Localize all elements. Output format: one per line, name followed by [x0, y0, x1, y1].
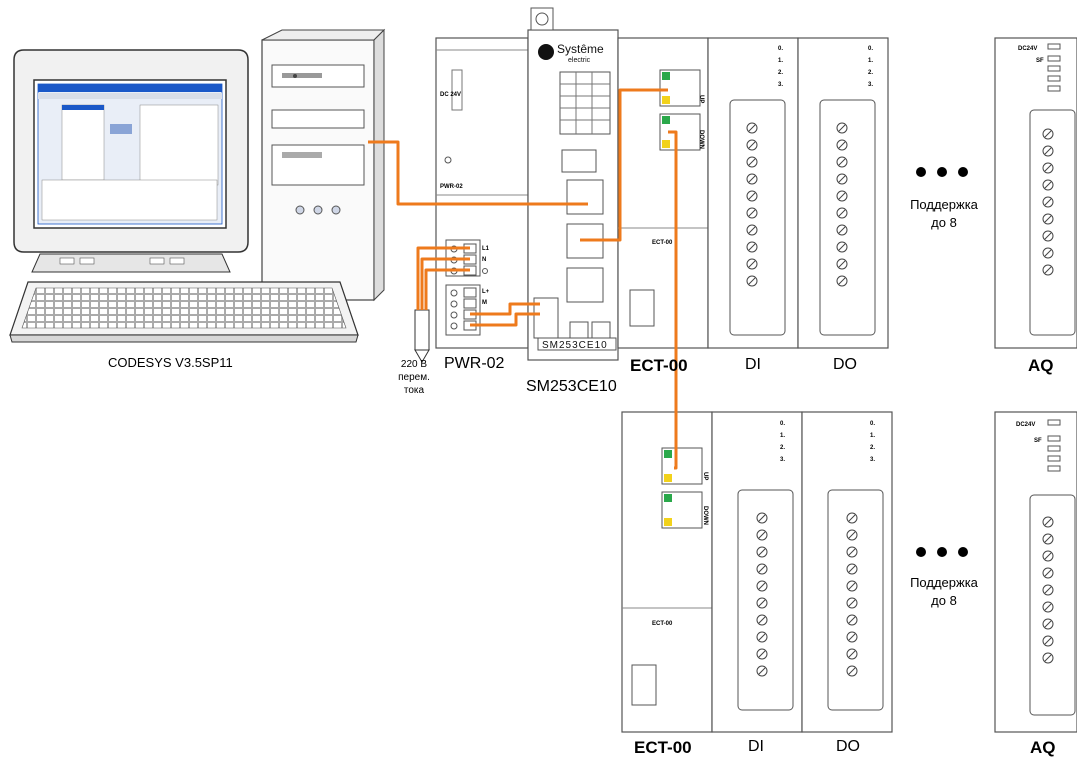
pwr-label: PWR-02 — [444, 355, 504, 373]
cpu-label: SM253CE10 — [526, 378, 617, 396]
aq-top-module: DC24V SF — [995, 38, 1077, 348]
pwr-dc-label: DC 24V — [440, 92, 461, 98]
aq-top-sf-label: SF — [1036, 58, 1044, 64]
ect-bottom-up-label: UP — [702, 472, 708, 480]
di-bottom-ch1: 1. — [780, 433, 785, 439]
ect-bottom-label: ECT-00 — [634, 738, 692, 758]
brand-sub: electric — [568, 57, 591, 64]
aq-bottom-label: AQ — [1030, 738, 1056, 758]
ellipsis-bottom — [916, 547, 968, 557]
di-bottom-module: 0. 1. 2. 3. — [712, 412, 802, 732]
do-top-module: 0. 1. 2. 3. — [798, 38, 888, 348]
terminal-n-label: N — [482, 257, 486, 263]
pwr-face-label: PWR-02 — [440, 184, 463, 190]
power-source-line3: тока — [378, 384, 450, 397]
pc-monitor — [14, 50, 248, 272]
do-bottom-ch3: 3. — [870, 457, 875, 463]
ect-top-module: UP DOWN ECT-00 — [618, 38, 708, 348]
di-top-ch0: 0. — [778, 46, 783, 52]
terminal-m-label: M — [482, 300, 487, 306]
support-bottom-line2: до 8 — [893, 592, 995, 610]
do-top-label: DO — [833, 356, 857, 374]
aq-bottom-dc-label: DC24V — [1016, 422, 1035, 428]
cpu-face-label: SM253CE10 — [542, 340, 608, 351]
cpu-module: Systême electric SM253CE10 — [528, 8, 618, 360]
cpu-ethernet-port — [567, 180, 603, 214]
support-top-label: Поддержка до 8 — [893, 196, 995, 232]
do-bottom-ch1: 1. — [870, 433, 875, 439]
aq-top-dc-label: DC24V — [1018, 46, 1037, 52]
di-top-ch3: 3. — [778, 82, 783, 88]
brand-name: Systême — [557, 42, 604, 56]
aq-top-label: AQ — [1028, 356, 1054, 376]
aq-bottom-sf-label: SF — [1034, 438, 1042, 444]
pc-keyboard — [10, 282, 358, 342]
support-top-line1: Поддержка — [893, 196, 995, 214]
do-top-ch1: 1. — [868, 58, 873, 64]
terminal-lplus-label: L+ — [482, 289, 490, 295]
do-top-ch3: 3. — [868, 82, 873, 88]
power-source-line2: перем. — [378, 371, 450, 384]
ect-bottom-down-label: DOWN — [702, 506, 708, 525]
ect-top-face-label: ECT-00 — [652, 240, 673, 246]
computer — [10, 30, 384, 342]
do-bottom-ch2: 2. — [870, 445, 875, 451]
do-top-ch2: 2. — [868, 70, 873, 76]
ellipsis-top — [916, 167, 968, 177]
aq-bottom-module: DC24V SF — [995, 412, 1077, 732]
di-top-label: DI — [745, 356, 761, 374]
di-top-module: 0. 1. 2. 3. — [708, 38, 798, 348]
do-top-ch0: 0. — [868, 46, 873, 52]
ect-top-down-label: DOWN — [698, 130, 704, 149]
pwr-02-module: DC 24V PWR-02 L1 N L+ M — [436, 38, 528, 348]
do-bottom-label: DO — [836, 738, 860, 756]
di-bottom-label: DI — [748, 738, 764, 756]
do-bottom-ch0: 0. — [870, 421, 875, 427]
power-source-label: 220 В перем. тока — [378, 358, 450, 397]
do-bottom-module: 0. 1. 2. 3. — [802, 412, 892, 732]
pc-tower — [262, 30, 384, 300]
di-bottom-ch3: 3. — [780, 457, 785, 463]
ect-bottom-module: UP DOWN ECT-00 — [622, 412, 712, 732]
support-bottom-label: Поддержка до 8 — [893, 574, 995, 610]
ect-bottom-face-label: ECT-00 — [652, 621, 673, 627]
di-top-ch2: 2. — [778, 70, 783, 76]
support-bottom-line1: Поддержка — [893, 574, 995, 592]
support-top-line2: до 8 — [893, 214, 995, 232]
power-source-line1: 220 В — [378, 358, 450, 371]
di-top-ch1: 1. — [778, 58, 783, 64]
power-plug — [415, 310, 429, 362]
ect-top-up-label: UP — [698, 95, 704, 103]
terminal-l1-label: L1 — [482, 246, 490, 252]
ect-top-label: ECT-00 — [630, 356, 688, 376]
di-bottom-ch2: 2. — [780, 445, 785, 451]
codesys-label: CODESYS V3.5SP11 — [108, 355, 233, 370]
di-bottom-ch0: 0. — [780, 421, 785, 427]
